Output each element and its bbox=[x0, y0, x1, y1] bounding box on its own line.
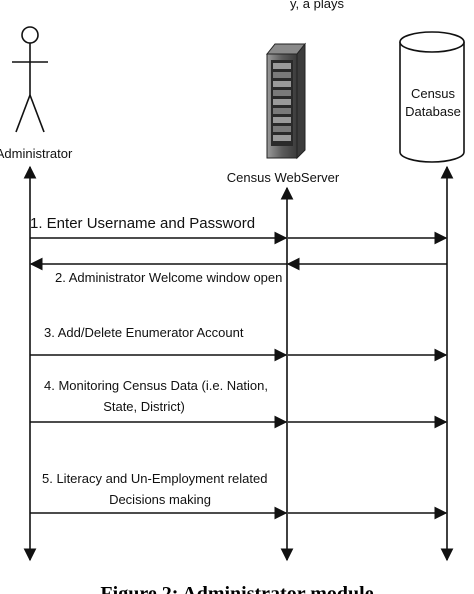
webserver-label: Census WebServer bbox=[227, 170, 340, 185]
administrator-label: Administrator bbox=[0, 146, 73, 161]
database-icon bbox=[399, 31, 465, 163]
database-label-line1: Census bbox=[411, 86, 456, 101]
message-1-label: 1. Enter Username and Password bbox=[30, 215, 255, 232]
message-5-label-line2: Decisions making bbox=[109, 492, 211, 507]
top-text-fragment: y, a plays bbox=[290, 0, 344, 11]
message-5-label-line1: 5. Literacy and Un-Employment related bbox=[42, 471, 267, 486]
message-4-label-line1: 4. Monitoring Census Data (i.e. Nation, bbox=[44, 378, 268, 393]
administrator-actor-icon bbox=[12, 26, 48, 133]
message-4-label-line2: State, District) bbox=[103, 399, 185, 414]
database-label-line2: Database bbox=[405, 104, 461, 119]
message-2-label: 2. Administrator Welcome window open bbox=[55, 270, 282, 285]
message-3-label: 3. Add/Delete Enumerator Account bbox=[44, 325, 244, 340]
figure-caption: Figure 2: Administrator module bbox=[100, 583, 373, 594]
webserver-icon bbox=[265, 42, 307, 160]
